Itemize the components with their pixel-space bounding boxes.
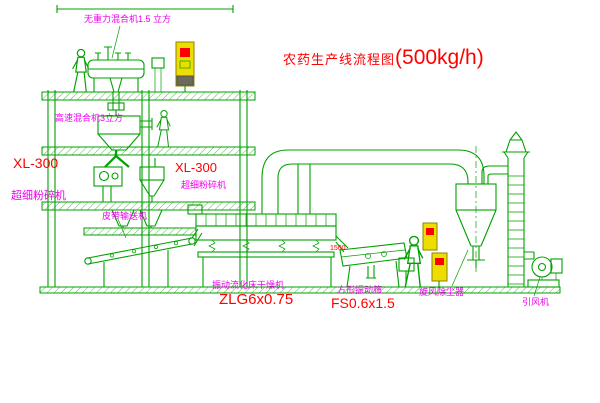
y-duct xyxy=(104,150,130,168)
belt-conveyor xyxy=(84,228,203,287)
main-duct xyxy=(261,149,485,214)
person-icon xyxy=(156,110,171,148)
crusher-right-cyclone xyxy=(139,158,165,202)
person-icon xyxy=(403,235,424,288)
label-sieve-name: 方形振动筛 xyxy=(337,285,383,295)
vibrating-sieve xyxy=(339,242,415,288)
control-box-right-lower xyxy=(431,252,448,287)
feed-pipe xyxy=(112,92,120,110)
fluid-bed-dryer xyxy=(187,204,349,287)
label-top-mixer: 无重力混合机1.5 立方 xyxy=(84,14,172,24)
control-box-top xyxy=(175,41,195,92)
label-xl300-right-model: XL-300 xyxy=(175,160,217,175)
cyclone-separator xyxy=(455,146,508,272)
control-box-right-upper xyxy=(422,222,438,251)
induced-draft-fan xyxy=(524,251,563,288)
label-fan: 引风机 xyxy=(522,297,550,307)
label-dryer-model: ZLG6x0.75 xyxy=(219,291,294,308)
label-dryer-name: 振动流化床干燥机 xyxy=(212,280,285,290)
label-sieve-model: FS0.6x1.5 xyxy=(331,295,395,311)
label-xl300-left-model: XL-300 xyxy=(13,155,59,171)
ground-line xyxy=(39,286,561,294)
leader-lines xyxy=(111,25,541,297)
drawing-title: 农药生产线流程图(500kg/h) xyxy=(283,46,484,70)
title-text: 农药生产线流程图 xyxy=(283,52,396,67)
label-xl300-left-name: 超细粉碎机 xyxy=(11,190,66,202)
building-frame xyxy=(41,5,256,287)
label-cyclone: 旋风除尘器 xyxy=(419,287,465,297)
label-belt-conveyor: 皮带输送机 xyxy=(102,211,148,221)
label-sieve-dimension: 1500 xyxy=(330,245,346,252)
title-capacity: (500kg/h) xyxy=(395,46,484,69)
label-hs-mixer: 高速混合机3立方 xyxy=(55,113,124,123)
top-mixer xyxy=(87,46,145,93)
exhaust-stack xyxy=(502,131,530,287)
person-icon xyxy=(72,48,89,93)
label-xl300-right-name: 超细粉碎机 xyxy=(181,180,227,190)
high-speed-mixer xyxy=(97,102,153,151)
discharge-hoppers xyxy=(111,209,163,228)
crusher-left xyxy=(93,166,123,202)
